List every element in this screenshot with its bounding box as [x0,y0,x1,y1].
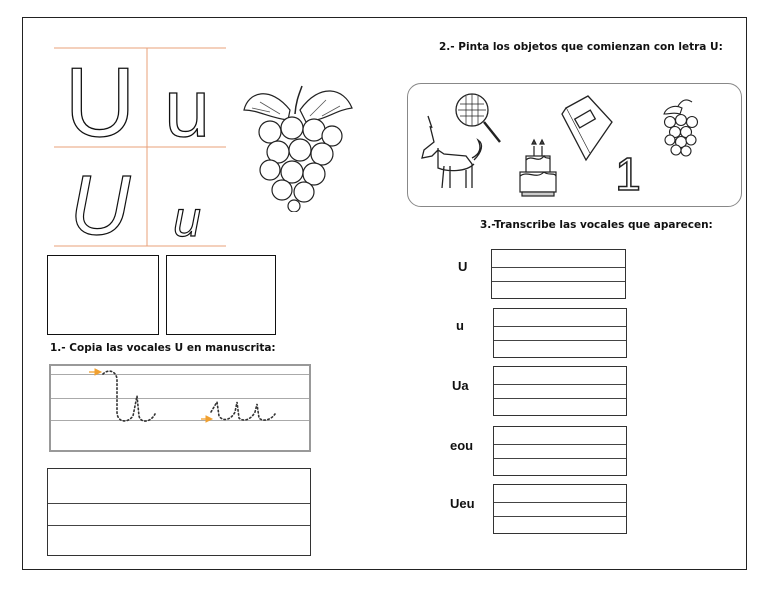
cake-icon [519,138,557,197]
objects-panel: 1 [407,83,742,207]
letter-panel: U u U u [54,46,226,250]
transcribe-lines-2[interactable] [493,308,627,358]
answer-box-right[interactable] [166,255,276,335]
book-icon [561,95,613,162]
transcribe-lines-5[interactable] [493,484,627,534]
transcribe-label-u-upper: U [458,259,468,274]
copy-lines-box[interactable] [47,468,311,556]
upper-cursive-letter: U [70,158,132,250]
dotted-cursive-lower-u [210,399,276,421]
worksheet-frame [22,17,747,570]
dotted-cursive-upper-u [102,370,156,422]
transcribe-label-ueu: Ueu [450,496,475,511]
transcribe-lines-3[interactable] [493,366,627,416]
transcribe-lines-1[interactable] [491,249,626,299]
transcribe-label-eou: eou [450,438,474,453]
number-one-icon: 1 [615,148,641,200]
grapes-icon [243,85,353,212]
lower-print-letter: u [164,63,210,154]
grapes-icon [663,99,699,157]
unicorn-icon [421,115,483,189]
lower-cursive-letter: u [173,191,201,247]
upper-print-letter: U [65,47,136,157]
section-3-title: 3.-Transcribe las vocales que aparecen: [480,219,713,231]
racket-icon [455,93,501,143]
transcribe-label-u-lower: u [456,318,464,333]
section-1-title: 1.- Copia las vocales U en manuscrita: [50,342,276,354]
tracing-box[interactable] [49,364,311,452]
arrow-icon [89,368,214,423]
transcribe-lines-4[interactable] [493,426,627,476]
transcribe-label-ua: Ua [452,378,469,393]
answer-box-left[interactable] [47,255,159,335]
section-2-title: 2.- Pinta los objetos que comienzan con … [439,41,723,53]
